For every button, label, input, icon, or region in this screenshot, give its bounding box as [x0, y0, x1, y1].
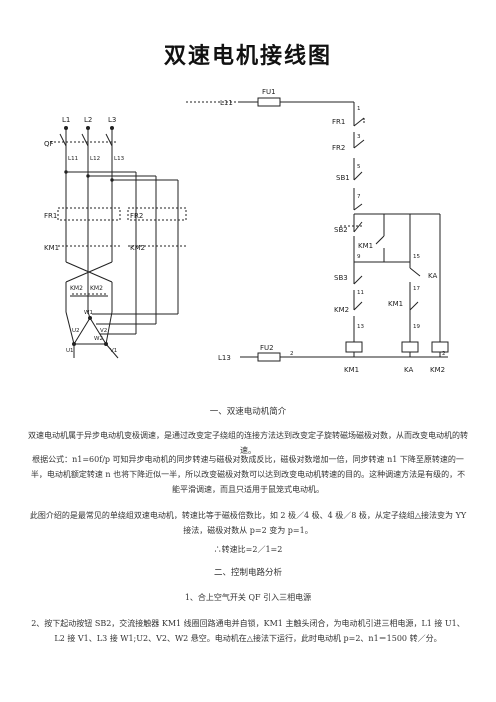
- section-heading-intro: 一、双速电动机简介: [209, 407, 287, 417]
- label-ka-contact: KA: [428, 272, 437, 280]
- label-fu1: FU1: [262, 88, 276, 96]
- node-2-a: 2: [290, 351, 294, 357]
- label-qf: QF: [44, 140, 54, 148]
- node-3: 3: [357, 134, 361, 140]
- label-km2-interlock: KM2: [334, 306, 349, 314]
- section-heading-control: 二、控制电路分析: [213, 568, 282, 578]
- node-5: 5: [357, 164, 361, 170]
- node-17: 17: [413, 286, 420, 292]
- page-title: 双速电机接线图: [163, 44, 332, 69]
- label-fr1-right: FR1: [332, 118, 345, 126]
- label-coil-km1: KM1: [344, 366, 359, 374]
- label-km2b-left: KM2: [70, 285, 83, 292]
- label-sb3: SB3: [334, 274, 348, 282]
- label-u2: U2: [72, 328, 80, 334]
- node-15: 15: [413, 254, 420, 260]
- paragraph-intro: 双速电动机属于异步电动机变极调速，是通过改变定子绕组的连接方法达到改变定子旋转磁…: [28, 431, 468, 455]
- label-l13-a: L13: [114, 156, 125, 162]
- label-fr1-left: FR1: [44, 212, 57, 220]
- node-2-b: 2: [442, 351, 446, 357]
- label-v1: V1: [110, 348, 117, 354]
- label-km1-left: KM1: [44, 244, 59, 252]
- label-fu2: FU2: [260, 344, 274, 352]
- label-l11-a: L11: [68, 156, 78, 162]
- label-km2-left: KM2: [130, 244, 145, 252]
- paragraph-winding: 此图介绍的是最常见的单绕组双速电动机，转速比等于磁极倍数比，如 2 极／4 极、…: [29, 511, 467, 535]
- label-l3: L3: [108, 116, 116, 124]
- paragraph-step-1: 1、合上空气开关 QF 引入三相电源: [184, 593, 312, 602]
- label-w1: W1: [84, 310, 93, 316]
- label-fr2-left: FR2: [130, 212, 143, 220]
- label-l12: L12: [90, 156, 100, 162]
- wiring-diagram: L1 L2 L3 QF L11 L12 L13 FR1 FR2 KM1 KM2 …: [44, 88, 449, 374]
- paragraph-step-2: 2、按下起动按钮 SB2，交流接触器 KM1 线圈回路通电并自锁，KM1 主触头…: [31, 619, 465, 643]
- label-w2: W2: [94, 336, 103, 342]
- node-9: 9: [357, 254, 361, 260]
- node-11: 11: [357, 290, 364, 296]
- paragraph-formula: 根据公式：n1=60f/p 可知异步电动机的同步转速与磁极对数成反比，磁极对数增…: [30, 455, 466, 494]
- label-u1: U1: [66, 348, 74, 354]
- paragraph-ratio: ∴转速比=2／1=2: [213, 545, 283, 554]
- label-sb1: SB1: [336, 174, 350, 182]
- label-l1: L1: [62, 116, 70, 124]
- label-km2c-left: KM2: [90, 285, 103, 292]
- label-sb2: SB2: [334, 226, 348, 234]
- label-l13-right: L13: [218, 354, 231, 362]
- label-l11-right: L11: [220, 99, 233, 107]
- node-1: 1: [357, 106, 361, 112]
- label-km1-interlock: KM1: [388, 300, 403, 308]
- label-v2: V2: [100, 328, 107, 334]
- label-coil-km2: KM2: [430, 366, 445, 374]
- label-km1-aux: KM1: [358, 242, 373, 250]
- label-coil-ka: KA: [404, 366, 413, 374]
- node-13: 13: [357, 324, 364, 330]
- node-7: 7: [357, 194, 361, 200]
- label-l2: L2: [84, 116, 92, 124]
- label-fr2-right: FR2: [332, 144, 345, 152]
- node-19: 19: [413, 324, 420, 330]
